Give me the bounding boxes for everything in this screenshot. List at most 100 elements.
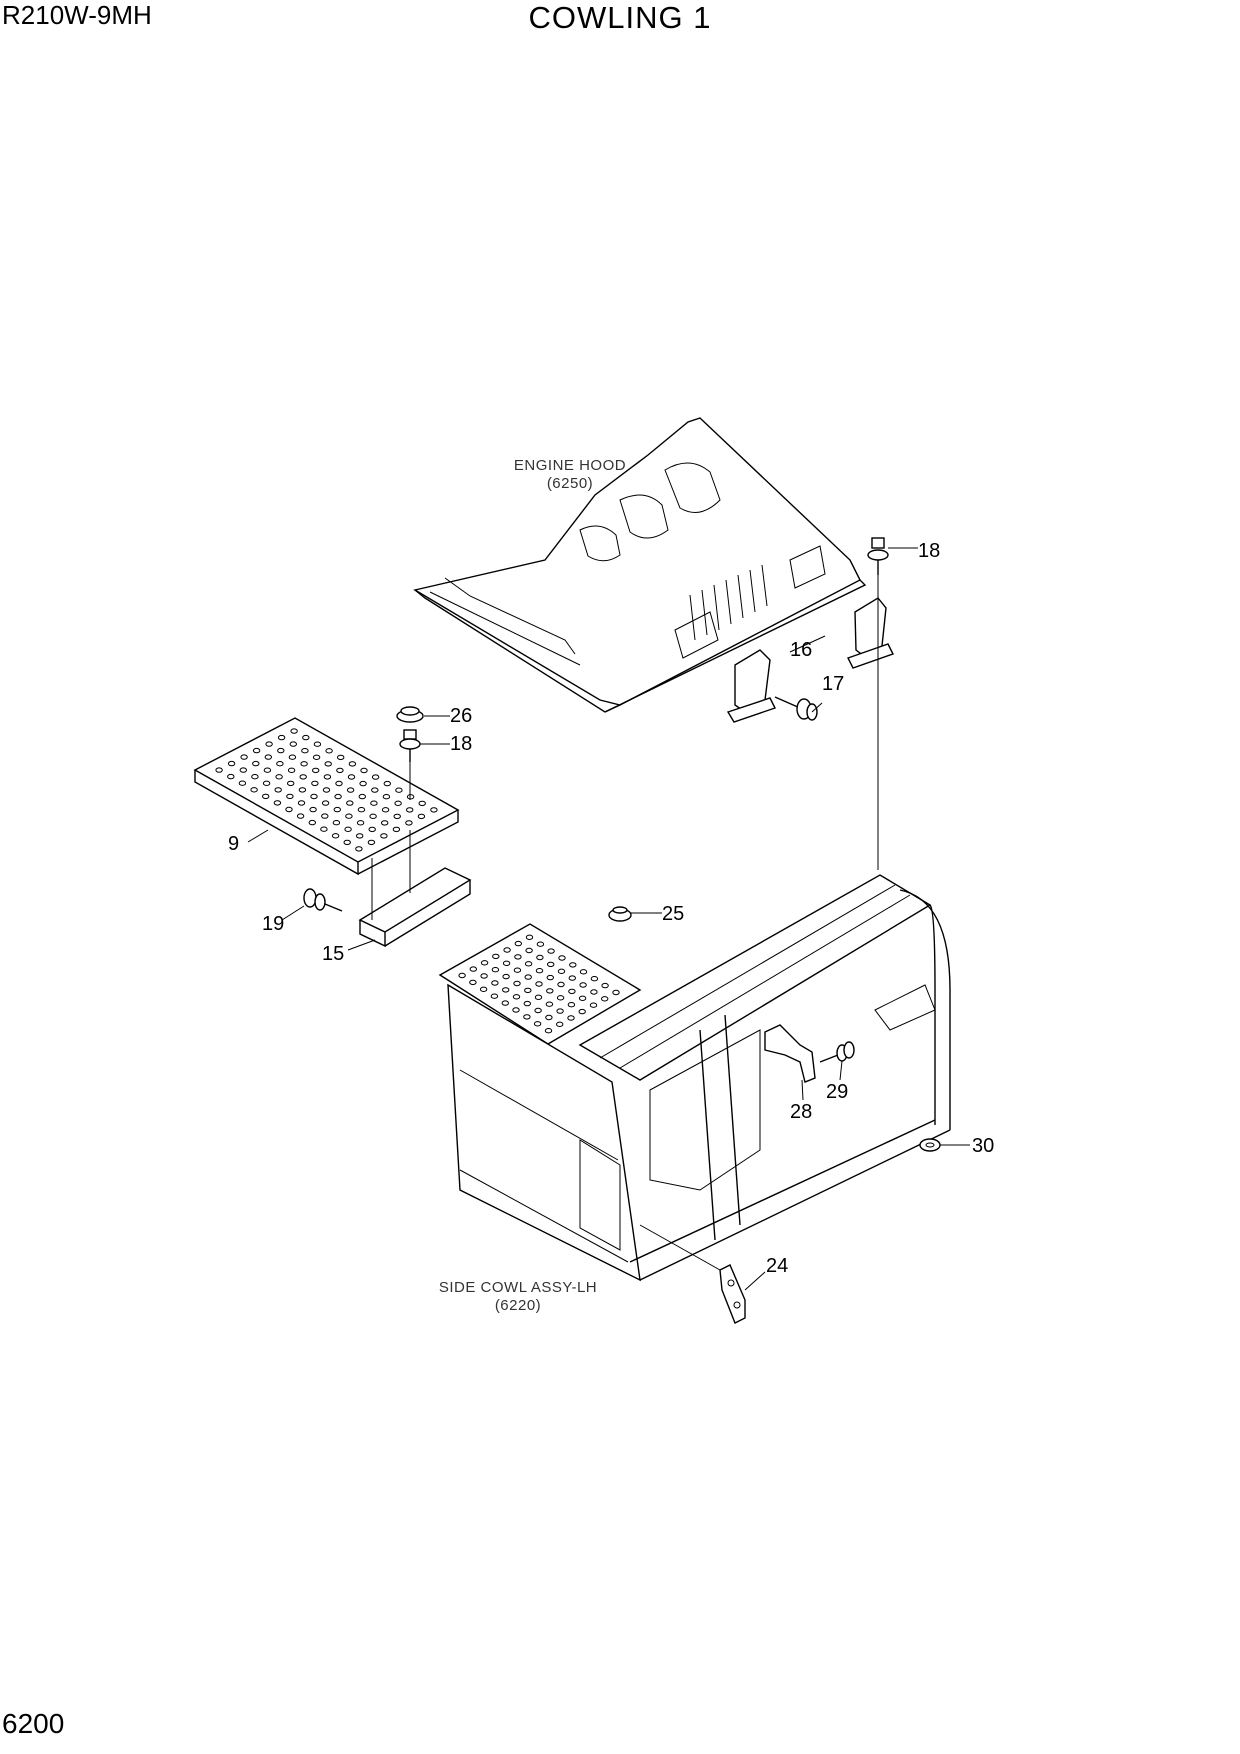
perforation-hole — [239, 767, 248, 773]
perforation-hole — [262, 793, 270, 800]
side-cowl-frame — [438, 874, 951, 1282]
perforation-hole — [371, 787, 379, 793]
perforation-hole — [544, 1028, 553, 1034]
perforation-hole — [380, 833, 388, 839]
engine-hood-label: ENGINE HOOD — [514, 457, 626, 474]
perforation-hole — [262, 780, 271, 786]
perforation-hole — [308, 819, 316, 826]
perforation-hole — [578, 995, 587, 1001]
perforation-hole — [331, 833, 340, 839]
perforation-hole — [287, 780, 295, 787]
callout-19: 19 — [262, 913, 284, 935]
perforation-hole — [356, 833, 364, 839]
perforation-hole — [569, 962, 577, 968]
callout-25: 25 — [662, 903, 684, 925]
perforation-hole — [333, 806, 341, 813]
perforation-hole — [405, 820, 413, 826]
perforation-hole — [357, 807, 366, 813]
perforation-hole — [300, 761, 308, 767]
perforation-hole — [545, 1001, 554, 1007]
perforation-hole — [320, 826, 328, 832]
perforation-hole — [311, 780, 319, 787]
perforation-hole — [251, 774, 259, 780]
perforation-hole — [240, 754, 248, 760]
perforation-hole — [238, 780, 247, 786]
perforation-hole — [275, 774, 283, 780]
perforation-hole — [458, 972, 466, 979]
bolt-part-29 — [819, 1041, 855, 1063]
perforation-hole — [491, 980, 499, 986]
perforation-hole — [395, 787, 403, 793]
perforation-hole — [358, 793, 366, 800]
perforation-hole — [546, 974, 554, 981]
perforation-hole — [367, 839, 376, 846]
perforation-hole — [536, 954, 544, 961]
perforation-hole — [491, 967, 500, 973]
perforation-hole — [524, 961, 533, 967]
perforation-hole — [277, 734, 286, 741]
perforation-hole — [503, 947, 511, 953]
perforation-hole — [360, 767, 368, 774]
callout-15: 15 — [322, 943, 344, 965]
perforation-hole — [557, 968, 566, 974]
perforation-hole — [556, 995, 565, 1001]
perforation-hole — [344, 826, 352, 832]
perforation-hole — [323, 774, 332, 780]
bolt-part-17 — [774, 696, 818, 721]
perforation-hole — [289, 741, 297, 747]
perforation-hole — [514, 954, 522, 960]
perforation-hole — [285, 806, 293, 813]
perforation-hole — [215, 767, 223, 773]
perforation-hole — [590, 989, 598, 995]
perforation-hole — [369, 813, 377, 819]
perforation-hole — [309, 806, 317, 813]
plate-part-24 — [639, 1224, 746, 1324]
perforation-hole — [337, 754, 345, 761]
bracket-part-28 — [764, 1024, 816, 1083]
perforation-hole — [274, 787, 282, 793]
callout-30: 30 — [972, 1135, 994, 1157]
perforation-hole — [513, 967, 522, 973]
perforation-hole — [252, 747, 261, 754]
perforation-hole — [535, 968, 544, 974]
perforation-hole — [601, 982, 609, 989]
perforation-hole — [313, 741, 322, 747]
perforation-hole — [567, 1002, 576, 1008]
bracket-part-15 — [358, 830, 472, 948]
perforation-hole — [302, 734, 310, 741]
perforation-hole — [524, 987, 532, 994]
washer-part-30 — [919, 1138, 941, 1152]
bolt-part-18-upper — [867, 537, 889, 870]
perforation-hole — [578, 1008, 586, 1015]
perforation-hole — [612, 989, 620, 996]
page-title: COWLING 1 — [528, 0, 712, 35]
perforation-hole — [533, 1021, 542, 1027]
page-number: 6200 — [2, 1708, 65, 1739]
perforation-hole — [297, 800, 306, 806]
perforation-hole — [547, 961, 555, 968]
callout-28: 28 — [790, 1101, 812, 1123]
perforation-hole — [324, 761, 332, 767]
perforation-hole — [381, 807, 390, 813]
perforation-hole — [590, 976, 599, 982]
perforation-hole — [276, 761, 284, 767]
perforation-hole — [525, 947, 533, 954]
perforation-hole — [524, 974, 532, 980]
perforation-hole — [480, 960, 489, 966]
perforation-hole — [381, 820, 389, 826]
perforation-hole — [332, 820, 341, 826]
callout-leaders — [247, 547, 970, 1291]
perforation-hole — [252, 760, 260, 767]
perforation-hole — [301, 748, 309, 754]
callout-24: 24 — [766, 1255, 788, 1277]
perforation-hole — [250, 787, 258, 793]
perforation-hole — [334, 793, 342, 800]
perforation-hole — [394, 800, 402, 806]
perforation-hole — [512, 1007, 520, 1013]
perforation-hole — [321, 813, 329, 819]
perforation-hole — [346, 787, 355, 793]
model-number: R210W-9MH — [2, 0, 152, 30]
perforation-hole — [601, 996, 609, 1002]
perforation-hole — [286, 793, 294, 800]
